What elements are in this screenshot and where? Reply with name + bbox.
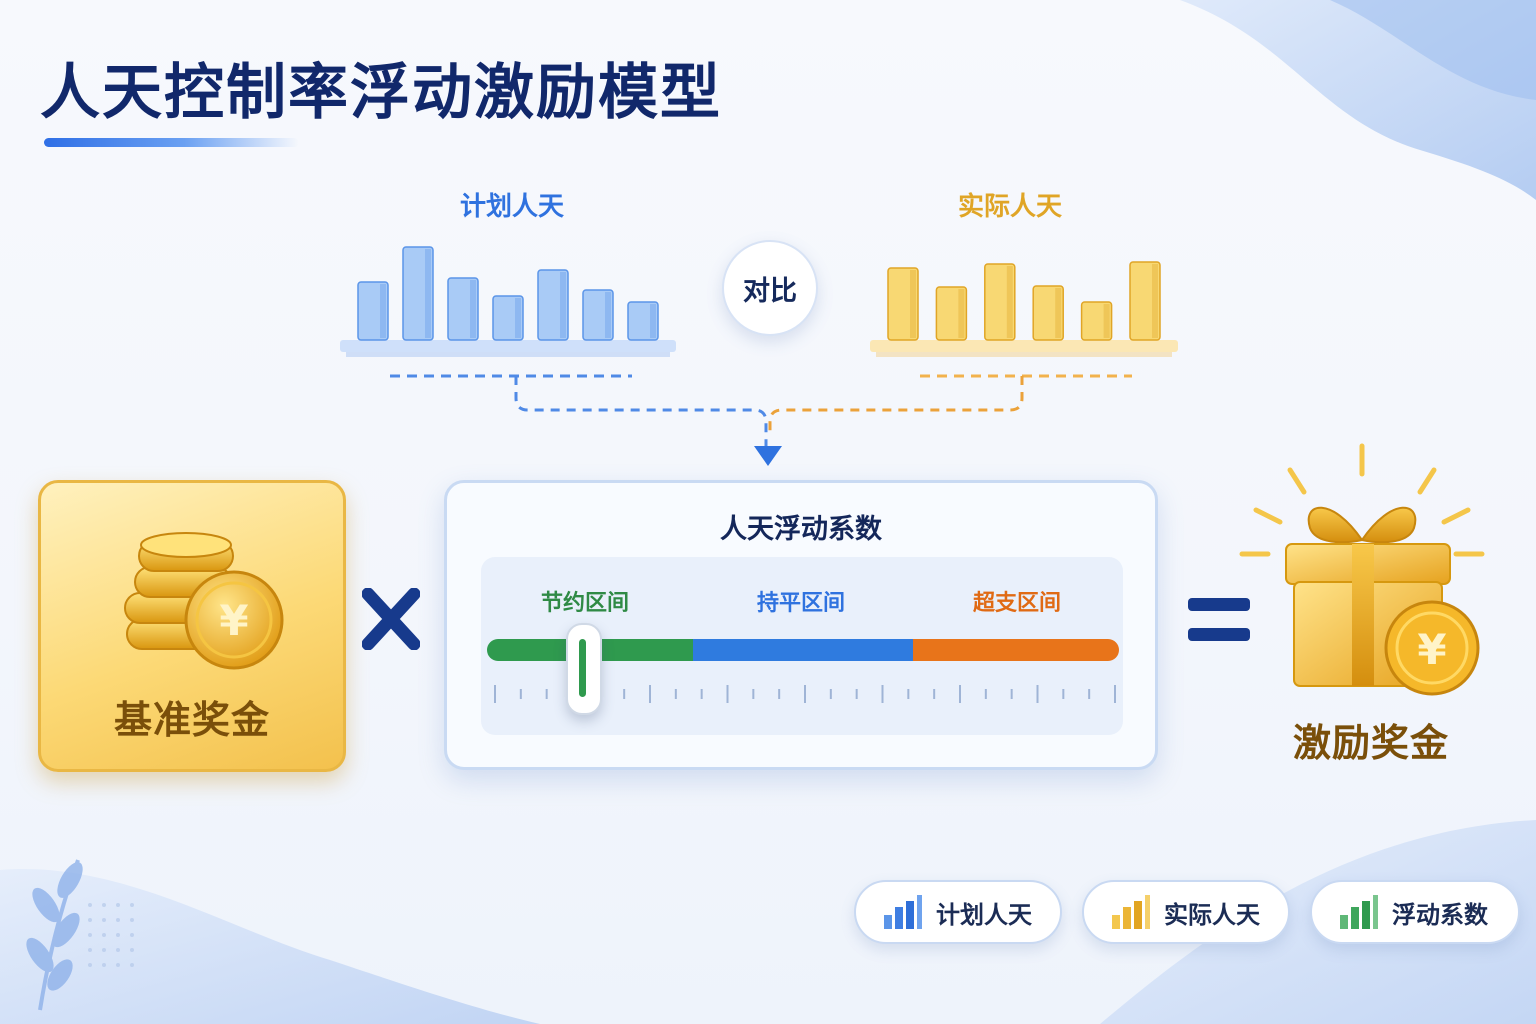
base-bonus-card: ¥ 基准奖金	[38, 480, 346, 772]
planned-bar	[582, 289, 614, 341]
actual-chart-label: 实际人天	[958, 192, 1063, 222]
equals-operator-icon	[1188, 598, 1250, 641]
zone-label-flat: 持平区间	[757, 591, 846, 616]
actual-bar	[1080, 301, 1113, 341]
gold-bar-chart-icon	[1112, 895, 1150, 929]
dot-pattern	[88, 903, 134, 967]
planned-bar-shade	[605, 292, 611, 338]
legend-label: 实际人天	[1164, 900, 1260, 929]
base-bonus-label: 基准奖金	[113, 698, 270, 742]
actual-bar	[1032, 285, 1064, 341]
actual-bar-shade	[1103, 304, 1110, 338]
multiply-operator-icon	[362, 588, 420, 650]
actual-bar-shade	[958, 289, 965, 338]
actual-bar	[1129, 261, 1161, 341]
blue-bar-chart-icon	[884, 895, 922, 929]
coefficient-slider-handle[interactable]	[565, 623, 602, 715]
planned-bar-shade	[470, 280, 476, 338]
gift-box-icon: ¥	[1239, 443, 1485, 696]
planned-bar	[402, 246, 434, 341]
yen-symbol: ¥	[219, 596, 248, 645]
planned-bar	[447, 277, 479, 341]
page-title: 人天控制率浮动激励模型	[40, 58, 722, 128]
reward-label: 激励奖金	[1292, 721, 1449, 765]
yen-symbol: ¥	[1417, 625, 1446, 674]
leaf-decoration	[26, 859, 83, 1011]
legend-item-actual: 实际人天	[1082, 880, 1290, 944]
actual-bar-shade	[1006, 266, 1013, 338]
coefficient-title: 人天浮动系数	[720, 514, 882, 545]
actual-bar	[984, 263, 1016, 341]
coin-stack-icon: ¥	[124, 532, 284, 670]
planned-bar	[537, 269, 569, 341]
sparkle-rays	[1239, 443, 1485, 557]
planned-chart-shadow	[346, 352, 670, 357]
compare-badge: 对比	[722, 240, 818, 336]
planned-bar-shade	[380, 284, 386, 338]
planned-bar-shade	[560, 272, 566, 338]
actual-chart-base	[870, 340, 1178, 352]
planned-chart-label: 计划人天	[460, 192, 565, 222]
zone-label-overspend: 超支区间	[973, 591, 1062, 616]
planned-chart-base	[340, 340, 676, 352]
segment-overspend	[913, 639, 1119, 661]
legend-item-coefficient: 浮动系数	[1310, 880, 1520, 944]
planned-bar-shade	[425, 249, 431, 338]
green-bar-chart-icon	[1340, 895, 1378, 929]
down-arrow-icon	[754, 446, 782, 466]
planned-bar-shade	[650, 304, 656, 338]
planned-bar	[627, 301, 659, 341]
actual-bar	[887, 267, 919, 341]
planned-bar	[492, 295, 524, 341]
coefficient-scale: 节约区间 持平区间 超支区间	[481, 557, 1123, 735]
flow-connector	[390, 374, 1132, 466]
planned-bar	[357, 281, 389, 341]
actual-bar-shade	[1152, 264, 1158, 338]
legend-label: 浮动系数	[1392, 900, 1488, 929]
actual-bar-shade	[910, 270, 916, 338]
title-underline	[44, 138, 299, 147]
segment-flat	[693, 639, 913, 661]
actual-bar-shade	[1055, 288, 1062, 338]
planned-bar-shade	[515, 298, 521, 338]
actual-bar-chart	[870, 261, 1178, 357]
actual-bar	[935, 286, 968, 341]
actual-chart-shadow	[876, 352, 1172, 357]
legend-label: 计划人天	[936, 900, 1032, 929]
coefficient-panel: 人天浮动系数 节约区间 持平区间 超支区间	[444, 480, 1158, 770]
legend-item-planned: 计划人天	[854, 880, 1062, 944]
zone-label-savings: 节约区间	[541, 591, 630, 616]
planned-bar-chart	[340, 246, 676, 357]
